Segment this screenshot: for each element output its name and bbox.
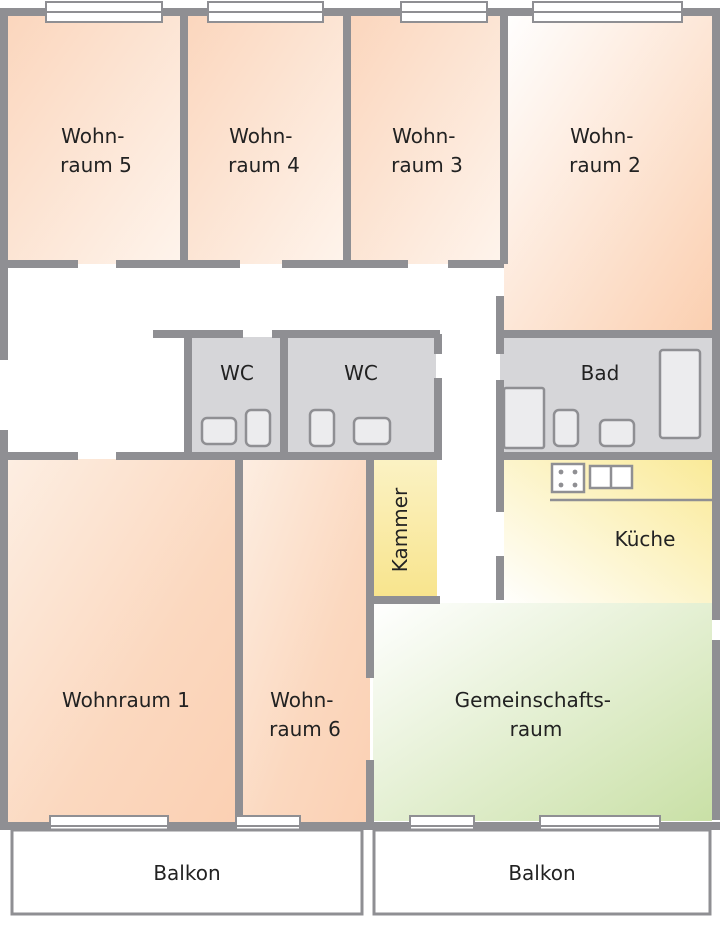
windows [45,1,683,837]
room-fill-kammer [373,459,437,599]
label-wohnraum3: Wohn- raum 3 [391,124,463,177]
label-gemeinschaftsraum: Gemeinschafts- raum [455,688,618,741]
sink-icon [244,408,272,448]
room-fill-wohnraum4 [186,14,346,264]
sink-icon [598,418,636,448]
room-fill-wohnraum2 [504,14,712,334]
label-kueche: Küche [615,527,676,551]
label-bad: Bad [581,361,620,385]
label-wc-right: WC [344,361,378,385]
label-wohnraum2: Wohn- raum 2 [569,124,641,177]
label-wc-left: WC [220,361,254,385]
label-kammer: Kammer [388,487,412,572]
sanitary-fixtures [200,348,702,450]
sink-icon [352,416,392,446]
toilet-icon [200,416,238,446]
label-balkon-right: Balkon [508,861,575,885]
room-fill-wohnraum6 [240,459,370,825]
balkon-right-outline [372,828,712,916]
stove-icon [550,462,586,494]
bathtub-icon [658,348,702,440]
room-fill-wohnraum1 [8,459,236,825]
room-fill-gemeinschaftsraum [373,603,712,821]
kitchen-counter [550,462,712,502]
toilet-icon [552,408,580,448]
label-wohnraum5: Wohn- raum 5 [60,124,132,177]
toilet-icon [308,408,336,448]
room-fill-wohnraum3 [350,14,502,264]
label-wohnraum4: Wohn- raum 4 [228,124,300,177]
shower-icon [502,386,546,450]
walls [0,8,720,830]
room-fill-wohnraum5 [8,14,182,264]
label-wohnraum6: Wohn- raum 6 [269,688,341,741]
balkon-left-outline [10,828,364,916]
label-wohnraum1: Wohnraum 1 [62,688,190,712]
label-balkon-left: Balkon [153,861,220,885]
